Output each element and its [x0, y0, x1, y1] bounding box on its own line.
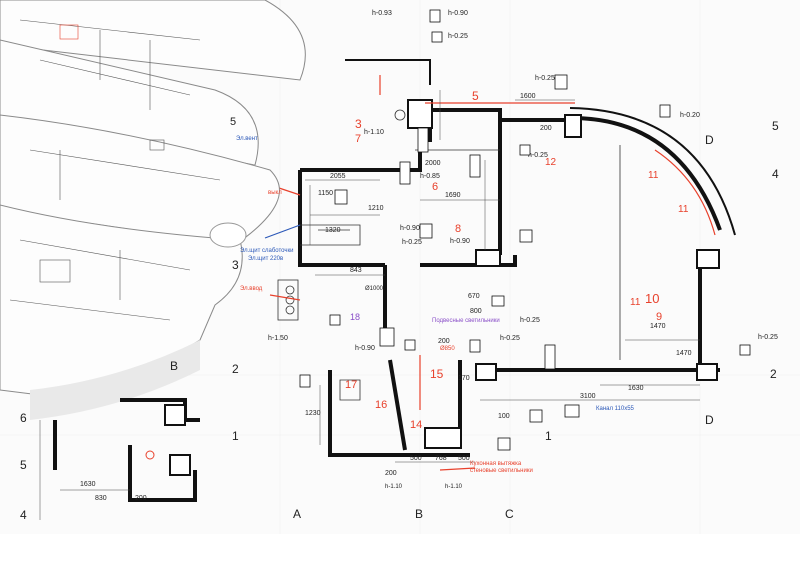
- height-mark-12: h-0.25: [758, 334, 778, 341]
- room-number-10: 10: [645, 291, 659, 306]
- dim-1630: 1630: [628, 385, 644, 392]
- height-mark-15: h-1.50: [268, 335, 288, 342]
- height-mark-9: h-0.90: [450, 238, 470, 245]
- symbol-boxes: [299, 9, 751, 451]
- dim-800: 800: [470, 308, 482, 315]
- dim-200-c: 200: [135, 495, 147, 502]
- dim-200-b: 200: [385, 470, 397, 477]
- room-number-17: 17: [345, 379, 357, 391]
- dim-200-d: 200: [438, 338, 450, 345]
- height-mark-3: h-0.25: [448, 33, 468, 40]
- room-number-11-c: 11: [630, 297, 641, 308]
- dim-2055: 2055: [330, 173, 346, 180]
- note-hood-lights: стеновые светильники: [470, 468, 533, 474]
- note-power-input: Эл.ввод: [240, 286, 263, 292]
- height-mark-5: h-0.20: [680, 112, 700, 119]
- dim-170: 170: [458, 375, 470, 382]
- room-number-9: 9: [656, 311, 662, 323]
- dim-1600: 1600: [520, 93, 536, 100]
- roll-note-ventilation: Эл.вент: [236, 136, 258, 142]
- height-mark-16: h-0.90: [355, 345, 375, 352]
- dim-100: 100: [498, 413, 510, 420]
- height-mark-2: h-0.90: [448, 10, 468, 17]
- note-pendant-lights: Подвесные светильники: [432, 318, 500, 324]
- dim-1470-a: 1470: [650, 323, 666, 330]
- axis-letter-b-top: B: [170, 359, 178, 373]
- tag-h110-a: h-1.10: [385, 484, 403, 490]
- note-dia-850: Ø850: [440, 346, 455, 352]
- dim-1470-b: 1470: [676, 350, 692, 357]
- height-mark-6: h-1.10: [364, 129, 384, 136]
- dim-830: 830: [95, 495, 107, 502]
- lower-left-plan: [39, 398, 200, 520]
- dim-1320: 1320: [325, 227, 341, 234]
- height-mark-14: h-0.25: [500, 335, 520, 342]
- dim-843: 843: [350, 267, 362, 274]
- floor-plan: [264, 59, 736, 471]
- room-number-12: 12: [545, 157, 557, 168]
- blueprint-drawing: 5 Эл.вент A B C D B D 5 4 2 1 2 3 1 6 5 …: [0, 0, 800, 534]
- room-number-14: 14: [410, 419, 422, 431]
- axis-number-3-left: 3: [232, 258, 239, 272]
- room-number-5: 5: [472, 89, 479, 103]
- dim-2000: 2000: [425, 160, 441, 167]
- note-power-board-low: Эл.щит слаботочки: [240, 248, 293, 254]
- axis-number-5-left: 5: [20, 458, 27, 472]
- axis-letter-d-top: D: [705, 133, 714, 147]
- axis-letter-a: A: [293, 507, 301, 521]
- room-number-8: 8: [455, 223, 461, 235]
- height-mark-11: h-0.25: [520, 317, 540, 324]
- note-dia-1000: Ø1000: [365, 286, 384, 292]
- dim-768: 768: [435, 455, 447, 462]
- dim-1690: 1690: [445, 192, 461, 199]
- axis-number-4-left: 4: [20, 508, 27, 522]
- axis-number-2-right: 2: [770, 367, 777, 381]
- height-mark-8: h-0.85: [420, 173, 440, 180]
- axis-number-6-left: 6: [20, 411, 27, 425]
- axis-number-5-right: 5: [772, 119, 779, 133]
- room-number-11-b: 11: [678, 204, 689, 215]
- axis-number-1-left: 1: [232, 429, 239, 443]
- note-kitchen-hood: Кухонная вытяжка: [470, 461, 522, 467]
- tag-h110-b: h-1.10: [445, 484, 463, 490]
- note-power-board-220: Эл.щит 220в: [248, 256, 283, 262]
- axis-number-1-mid: 1: [545, 429, 552, 443]
- height-mark-7: h-0.90: [400, 225, 420, 232]
- axis-letter-d-bottom: D: [705, 413, 714, 427]
- dim-670: 670: [468, 293, 480, 300]
- room-number-18: 18: [350, 312, 360, 322]
- axis-letter-b: B: [415, 507, 423, 521]
- axis-number-4-right: 4: [772, 167, 779, 181]
- note-channel: Канал 110х55: [596, 406, 635, 412]
- dim-1230: 1230: [305, 410, 321, 417]
- dim-200-a: 200: [540, 125, 552, 132]
- dim-1210: 1210: [368, 205, 384, 212]
- height-mark-10: h-0.25: [402, 239, 422, 246]
- room-number-16: 16: [375, 399, 387, 411]
- dim-1150: 1150: [318, 190, 333, 197]
- room-number-6: 6: [432, 181, 438, 193]
- note-switch: выкл: [268, 190, 282, 196]
- axis-letter-c: C: [505, 507, 514, 521]
- rolled-blueprints: 5 Эл.вент: [0, 0, 306, 420]
- dim-1630-b: 1630: [80, 481, 96, 488]
- room-number-3: 3: [355, 117, 362, 131]
- room-number-15: 15: [430, 367, 444, 381]
- dim-500-a: 500: [410, 455, 422, 462]
- room-number-7: 7: [355, 133, 361, 145]
- dim-500-b: 500: [458, 455, 470, 462]
- roll-label-5: 5: [230, 116, 236, 128]
- axis-number-2-left: 2: [232, 362, 239, 376]
- blueprint-canvas: 5 Эл.вент A B C D B D 5 4 2 1 2 3 1 6 5 …: [0, 0, 800, 534]
- height-mark-1: h-0.93: [372, 10, 392, 17]
- room-number-11-a: 11: [648, 170, 659, 181]
- height-mark-13: h-0.25: [528, 152, 548, 159]
- dim-3100: 3100: [580, 393, 596, 400]
- height-mark-4: h-0.25: [535, 75, 555, 82]
